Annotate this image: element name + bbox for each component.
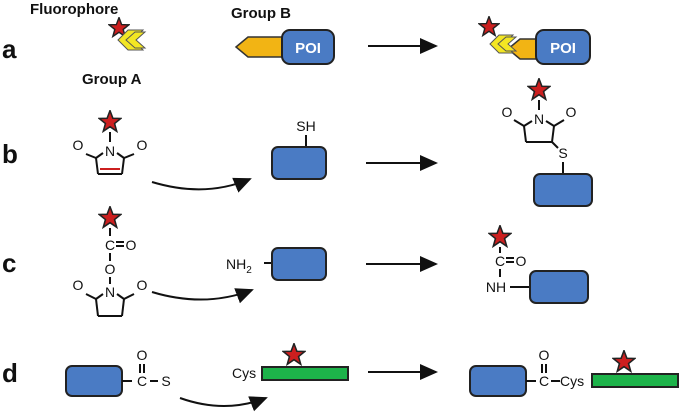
product-b-star-icon	[527, 78, 551, 101]
curve-arrow-d	[179, 396, 268, 412]
product-d-cys: Cys	[560, 373, 584, 389]
thioester-s: S	[161, 373, 170, 389]
product-a-chevron-inner-icon	[497, 36, 518, 52]
product-b-o-left: O	[502, 104, 513, 120]
thioester-o: O	[137, 347, 148, 363]
nhs-o-ester: O	[105, 261, 116, 277]
poi-label: POI	[295, 40, 321, 57]
cys-label: Cys	[232, 365, 256, 381]
ligation-product: C O Cys	[469, 347, 679, 397]
product-a-poi-block	[535, 29, 591, 65]
curve-arrow-b	[151, 177, 252, 193]
nhs-ester: C O O N O O	[73, 206, 148, 317]
product-a-poi-label: POI	[550, 40, 576, 57]
product-b-n: N	[534, 111, 544, 127]
curve-arrow-c	[151, 288, 254, 304]
nhs-o-carbonyl: O	[126, 237, 137, 253]
maleimide-o-right: O	[137, 137, 148, 153]
thioester-c: C	[137, 373, 147, 389]
row-label-c: c	[2, 248, 16, 278]
maleimide-star-icon	[98, 110, 122, 133]
amide-product: C O NH	[486, 225, 589, 304]
nhs-star-icon	[98, 206, 122, 229]
protein-block-c	[271, 247, 327, 281]
row-label-b: b	[2, 139, 18, 169]
nhs-o-left: O	[73, 277, 84, 293]
nhs-o-right: O	[137, 277, 148, 293]
fluorophore-label: Fluorophore	[30, 1, 118, 18]
product-d-c: C	[539, 373, 549, 389]
poi-with-group-b: POI	[234, 29, 335, 65]
product-b-protein-block	[533, 173, 593, 207]
peptide-bar	[261, 366, 349, 381]
maleimide: N O O	[73, 110, 148, 175]
row-label-d: d	[2, 358, 18, 388]
thioester-protein: C O S	[65, 347, 171, 397]
thiol-sh: SH	[296, 118, 315, 134]
group-a-chevron-inner-icon	[125, 31, 147, 49]
product-b-o-right: O	[566, 104, 577, 120]
product-c-star-icon	[488, 225, 512, 248]
product-d-o: O	[539, 347, 550, 363]
maleimide-o-left: O	[73, 137, 84, 153]
product-d-protein-block	[469, 365, 527, 397]
thioether-product: N O O S	[502, 78, 593, 207]
thiol-protein: SH	[271, 118, 327, 180]
row-label-a: a	[2, 34, 17, 64]
group-b-tag-icon	[234, 36, 283, 58]
product-b-s: S	[558, 145, 567, 161]
product-c-c: C	[495, 253, 505, 269]
poi-block	[281, 29, 335, 65]
peptide-star-icon	[282, 343, 306, 366]
nhs-n: N	[105, 284, 115, 300]
fluorophore-group-a	[108, 17, 147, 51]
product-a: POI	[478, 16, 591, 65]
amine-protein: NH2	[226, 247, 327, 281]
product-d-peptide-bar	[591, 373, 679, 388]
protein-block-d	[65, 365, 123, 397]
product-c-protein-block	[529, 270, 589, 304]
group-a-label: Group A	[82, 71, 142, 88]
protein-block-b	[271, 146, 327, 180]
amine-nh: NH2	[226, 256, 252, 276]
product-a-star-icon	[478, 16, 500, 37]
product-d-star-icon	[612, 350, 636, 373]
nhs-c: C	[105, 237, 115, 253]
product-c-o: O	[516, 253, 527, 269]
cys-peptide: Cys	[232, 343, 349, 381]
maleimide-n: N	[105, 143, 115, 159]
product-c-nh: NH	[486, 279, 506, 295]
group-b-label: Group B	[231, 5, 291, 22]
